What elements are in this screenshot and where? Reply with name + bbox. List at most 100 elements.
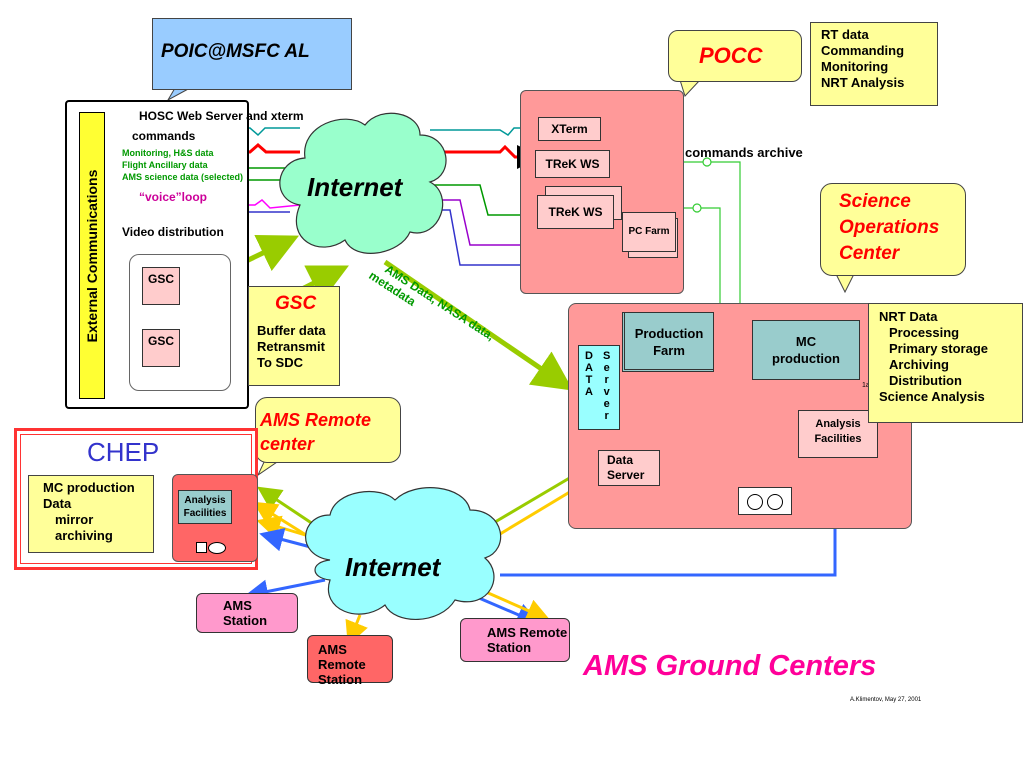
internet-top-label: Internet xyxy=(307,172,403,202)
chep-frame: CHEP xyxy=(14,428,258,570)
data-server-line-1: Data xyxy=(607,453,634,467)
chep-analysis-box: Analysis Facilities xyxy=(178,490,232,524)
gsc-node-2: GSC xyxy=(142,329,180,367)
data-server-box: Data Server xyxy=(598,450,660,486)
gsc-group xyxy=(129,254,231,391)
gsc-node-2-label: GSC xyxy=(147,334,174,348)
internet-bottom-label: Internet xyxy=(345,552,441,582)
rt-note-line-3: Monitoring xyxy=(821,59,889,74)
trek-ws-box-1: TReK WS xyxy=(535,150,610,178)
analysis-facilities-line-1: Analysis xyxy=(815,418,861,430)
ams-station-line-2: Station xyxy=(223,613,268,628)
remote-station-left-line-2: Station xyxy=(318,672,363,687)
remote-station-right-line-1: AMS Remote xyxy=(487,625,568,640)
ams-station-line-1: AMS xyxy=(223,598,252,613)
ams-remote-station-right-box: AMS Remote Station xyxy=(460,618,570,662)
server-letter-1: S xyxy=(603,350,611,362)
external-communications-label: External Communications xyxy=(84,169,100,342)
server-letter-6: r xyxy=(604,410,609,422)
trek-ws-label-1: TReK WS xyxy=(545,157,600,171)
hosc-panel: External Communications HOSC Web Server … xyxy=(65,100,304,409)
nrt-note: NRT Data Processing Primary storage Arch… xyxy=(868,303,1023,423)
data-server-vertical-box: D A T A S e r v e r xyxy=(578,345,620,430)
chep-note-line-2: Data xyxy=(43,496,72,511)
server-letter-4: v xyxy=(603,386,610,398)
chep-analysis-line-2: Facilities xyxy=(183,508,227,519)
pocc-callout: POCC xyxy=(668,30,802,82)
soc-line-1: Science xyxy=(839,191,911,212)
mc-production-line-1: MC xyxy=(795,334,817,349)
ams-remote-station-left-box: AMS Remote Station xyxy=(307,635,393,687)
gsc-node-1: GSC xyxy=(142,267,180,305)
diagram-title: AMS Ground Centers xyxy=(583,650,877,682)
nrt-line-1: NRT Data xyxy=(879,309,938,324)
nrt-line-2: Processing xyxy=(889,325,960,340)
production-farm-line-2: Farm xyxy=(653,343,685,358)
chep-note-line-3: mirror xyxy=(55,512,94,527)
hosc-web-server-label: HOSC Web Server and xterm xyxy=(139,109,304,123)
production-farm-box: Production Farm xyxy=(624,312,714,370)
remote-station-right-line-2: Station xyxy=(487,640,532,655)
rt-note-line-2: Commanding xyxy=(821,43,905,58)
flight-ancillary-label: Flight Ancillary data xyxy=(122,160,208,170)
analysis-facilities-line-2: Facilities xyxy=(814,433,862,445)
soc-line-3: Center xyxy=(839,243,900,264)
data-letter-1: D xyxy=(585,350,593,362)
tape-reel-icon-2 xyxy=(767,494,783,510)
mc-production-box: MC production xyxy=(752,320,860,380)
chep-storage-icon xyxy=(196,540,226,554)
pc-farm-box: PC Farm xyxy=(622,212,676,252)
soc-line-2: Operations xyxy=(839,217,940,238)
data-letter-3: T xyxy=(585,374,593,386)
video-distribution-label: Video distribution xyxy=(122,225,224,239)
gsc-node-1-label: GSC xyxy=(147,272,174,286)
nrt-line-6: Science Analysis xyxy=(879,389,985,404)
xterm-label: XTerm xyxy=(551,122,588,136)
chep-note: MC production Data mirror archiving xyxy=(28,475,154,553)
tape-reel-icon-1 xyxy=(747,494,763,510)
gsc-note: GSC Buffer data Retransmit To SDC xyxy=(248,286,340,386)
ams-remote-center-callout: AMS Remote center xyxy=(255,397,401,463)
commands-archive-label: commands archive xyxy=(685,145,803,160)
gsc-note-line-1: Buffer data xyxy=(257,323,326,338)
production-farm-line-1: Production xyxy=(634,326,704,341)
rt-data-note: RT data Commanding Monitoring NRT Analys… xyxy=(810,22,938,106)
nrt-line-3: Primary storage xyxy=(889,341,988,356)
external-communications-bar: External Communications xyxy=(79,112,105,399)
xterm-box: XTerm xyxy=(538,117,601,141)
credit-line: A.Klimentov, May 27, 2001 xyxy=(850,697,922,703)
gsc-note-title: GSC xyxy=(275,293,317,314)
trek-ws-label-2: TReK WS xyxy=(548,205,603,219)
science-data-label: AMS science data (selected) xyxy=(122,172,244,182)
trek-ws-box-2: TReK WS xyxy=(537,195,614,229)
pc-farm-label: PC Farm xyxy=(628,226,670,237)
server-letter-2: e xyxy=(603,362,610,374)
tiny-label: 1a xyxy=(862,382,870,389)
mc-production-line-2: production xyxy=(772,351,840,366)
poic-label: POIC@MSFC AL xyxy=(161,41,310,62)
data-letter-4: A xyxy=(585,386,593,398)
monitoring-label: Monitoring, H&S data xyxy=(122,148,214,158)
chep-analysis-line-1: Analysis xyxy=(184,495,226,506)
nrt-line-5: Distribution xyxy=(889,373,962,388)
commands-label: commands xyxy=(132,129,196,143)
voice-loop-label: “voice”loop xyxy=(139,190,208,204)
internet-cloud-bottom xyxy=(305,487,502,620)
chep-title: CHEP xyxy=(87,437,160,467)
analysis-facilities-box: Analysis Facilities xyxy=(798,410,878,458)
rt-note-line-1: RT data xyxy=(821,27,869,42)
server-letter-5: e xyxy=(603,398,610,410)
nrt-line-4: Archiving xyxy=(889,357,949,372)
tape-drives-box xyxy=(738,487,792,515)
gsc-note-line-3: To SDC xyxy=(257,355,303,370)
ams-remote-center-line-2: center xyxy=(260,434,315,454)
chep-note-line-1: MC production xyxy=(43,480,135,495)
internet-cloud-top xyxy=(279,112,447,254)
server-letter-3: r xyxy=(604,374,609,386)
gsc-note-line-2: Retransmit xyxy=(257,339,325,354)
rt-note-line-4: NRT Analysis xyxy=(821,75,905,90)
poic-callout: POIC@MSFC AL xyxy=(152,18,352,90)
ams-remote-center-line-1: AMS Remote xyxy=(260,410,372,430)
data-letter-2: A xyxy=(585,362,593,374)
ams-station-box: AMS Station xyxy=(196,593,298,633)
